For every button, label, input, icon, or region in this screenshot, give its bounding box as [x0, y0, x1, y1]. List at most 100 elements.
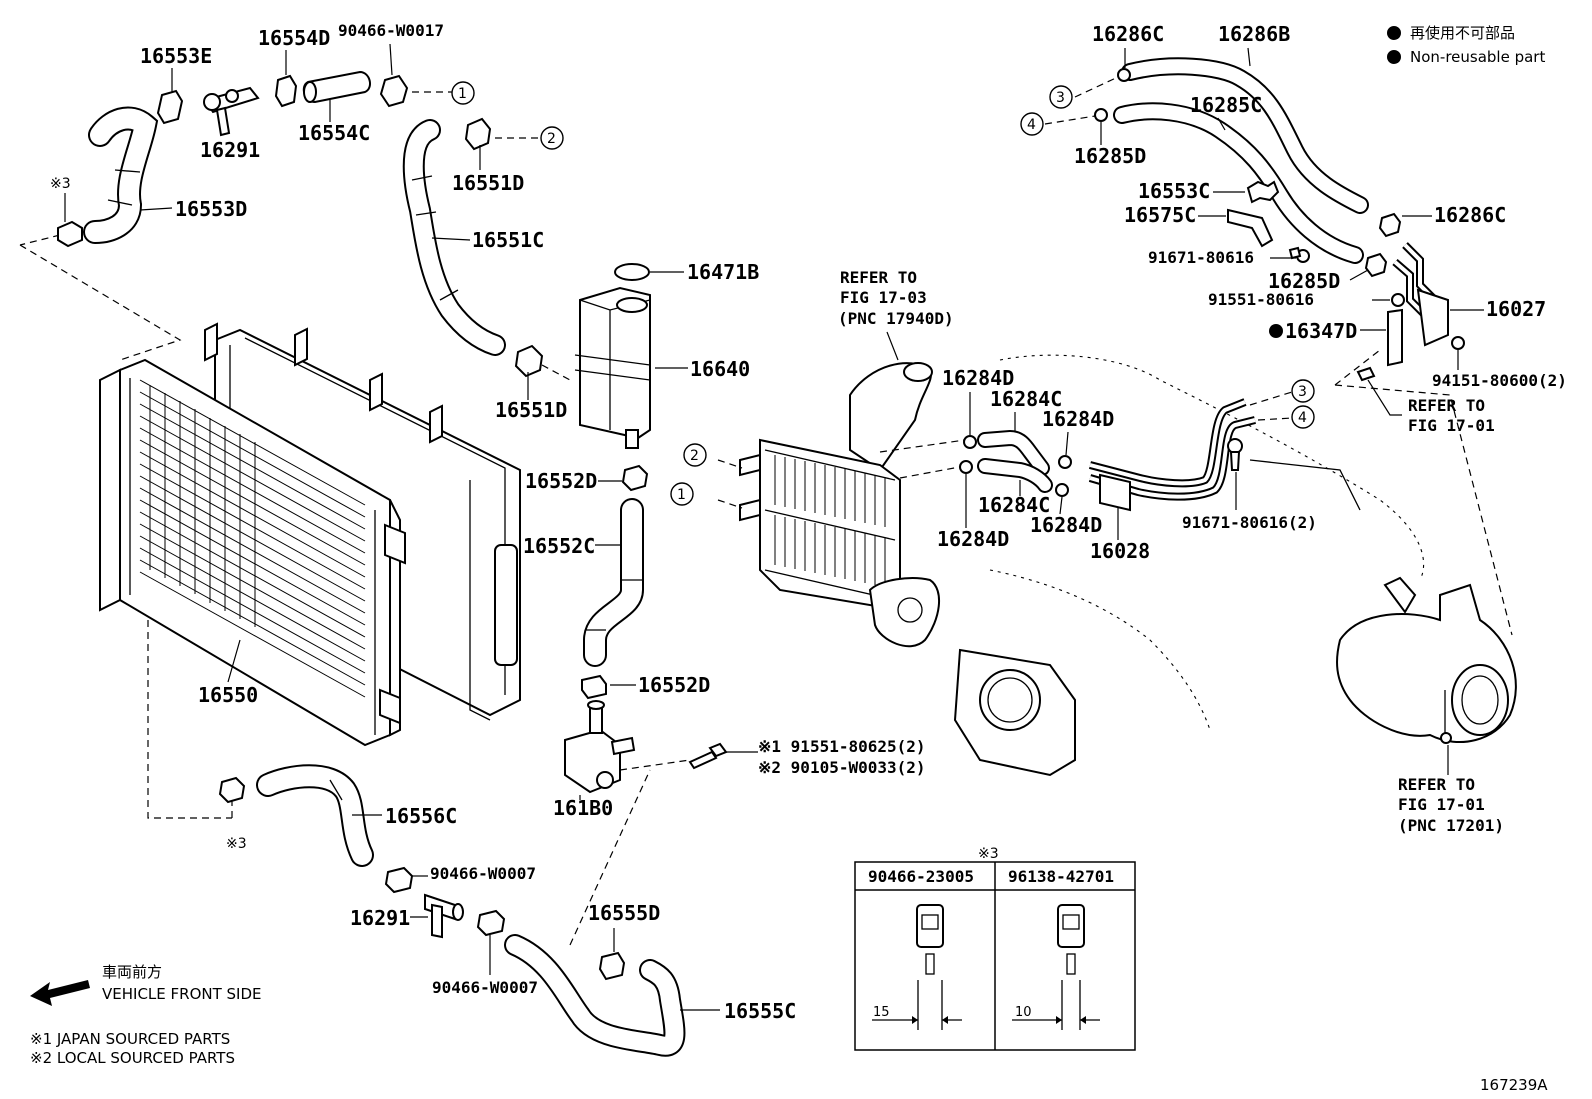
hose-16284C-upper[interactable]	[977, 429, 1050, 476]
label-16553C: 16553C	[1138, 179, 1210, 203]
clamp-16284D-2[interactable]	[959, 460, 973, 474]
label-16284C-1: 16284C	[990, 387, 1062, 411]
fitting-16291-top[interactable]	[203, 86, 260, 137]
bracket-16575C[interactable]	[1227, 208, 1274, 248]
ref-17-03-line3: (PNC 17940D)	[838, 309, 954, 328]
hose-16286B[interactable]	[1121, 57, 1369, 214]
clamp-note3-b[interactable]	[218, 776, 246, 804]
clamp-16284D-4[interactable]	[1055, 483, 1069, 497]
clamp-90466-W0007-b[interactable]	[476, 909, 506, 937]
clamp-16284D-1[interactable]	[963, 435, 977, 449]
label-16471B: 16471B	[687, 260, 759, 284]
svg-text:4: 4	[1298, 410, 1307, 426]
clamp-16552D-lower[interactable]	[581, 674, 607, 700]
stud-refer-17-01[interactable]	[1356, 366, 1376, 382]
callout-circle-2-top: 2	[540, 126, 564, 150]
ref-17-01-a-line1: REFER TO	[1408, 396, 1485, 415]
label-16552D-lower: 16552D	[638, 673, 710, 697]
label-16285D-right: 16285D	[1268, 269, 1340, 293]
label-91671-80616: 91671-80616	[1148, 248, 1254, 267]
label-16551D-lower: 16551D	[495, 398, 567, 422]
clamp-16285D-top[interactable]	[1094, 108, 1108, 122]
hose-16551C[interactable]	[402, 119, 506, 356]
intercooler-assembly[interactable]	[739, 362, 941, 648]
direction-en: VEHICLE FRONT SIDE	[102, 985, 262, 1003]
label-90466-W0007-b: 90466-W0007	[432, 978, 538, 997]
bolt-91671-80616[interactable]	[1288, 246, 1310, 263]
note3-a: ※3	[50, 176, 71, 192]
clamp-96138-42701-drawing	[1012, 904, 1100, 1030]
pump-161B0[interactable]	[564, 700, 636, 794]
hose-16556C[interactable]	[256, 764, 374, 867]
hose-16552C[interactable]	[583, 498, 644, 667]
pipe-16028[interactable]	[1088, 398, 1256, 512]
svg-text:3: 3	[1056, 90, 1065, 106]
label-16640: 16640	[690, 357, 750, 381]
clamp-90466-23005-drawing	[872, 904, 962, 1030]
ref-17-01-b-line3: (PNC 17201)	[1398, 816, 1504, 835]
label-16027: 16027	[1486, 297, 1546, 321]
label-16552D-top: 16552D	[525, 469, 597, 493]
label-16550: 16550	[198, 683, 258, 707]
hose-16555C[interactable]	[504, 934, 686, 1057]
clamp-16286C-right[interactable]	[1378, 212, 1402, 238]
bolt-91551-80616[interactable]	[1391, 293, 1405, 307]
label-16284D-3: 16284D	[1030, 513, 1102, 537]
callout-circle-1-top: 1	[451, 81, 475, 105]
bolt-91671-80616-2[interactable]	[1227, 438, 1243, 471]
legend-en: Non-reusable part	[1410, 48, 1545, 66]
footnote-2: ※2 LOCAL SOURCED PARTS	[30, 1049, 235, 1067]
label-16284D-1: 16284D	[942, 366, 1014, 390]
clamp-16551D-lower[interactable]	[514, 344, 544, 378]
ref-17-01-b-line1: REFER TO	[1398, 775, 1475, 794]
clamp-16285D-right[interactable]	[1364, 252, 1388, 278]
clamp-90466-W0007-a[interactable]	[384, 866, 414, 894]
ref-17-01-a-line2: FIG 17-01	[1408, 416, 1495, 435]
clamp-16552D-top[interactable]	[621, 464, 649, 492]
label-16284D-2: 16284D	[1042, 407, 1114, 431]
label-16552C: 16552C	[523, 534, 595, 558]
plate-16347D[interactable]	[1387, 308, 1403, 367]
pipe-16027[interactable]	[1392, 242, 1449, 347]
label-16284C-2: 16284C	[978, 493, 1050, 517]
hose-16285C[interactable]	[1113, 102, 1364, 264]
bolt-91551-80625[interactable]	[688, 742, 728, 770]
clamp-16554D[interactable]	[274, 74, 298, 108]
label-16285C: 16285C	[1190, 93, 1262, 117]
label-91671-80616-2: 91671-80616(2)	[1182, 513, 1317, 532]
turbo-housing	[1336, 576, 1517, 744]
svg-text:4: 4	[1027, 117, 1036, 133]
label-16553E: 16553E	[140, 44, 212, 68]
svg-text:1: 1	[677, 487, 686, 503]
hose-16554C[interactable]	[302, 70, 372, 104]
legend: 再使用不可部品 Non-reusable part	[1387, 24, 1545, 66]
clamp-note3-a[interactable]	[57, 220, 83, 248]
clamp-16286C-top[interactable]	[1117, 68, 1131, 82]
cap-16471B[interactable]	[614, 263, 650, 281]
clamp-table-title: ※3	[978, 846, 999, 862]
clamp-16551D-top[interactable]	[464, 117, 492, 151]
fitting-16291-lower[interactable]	[424, 893, 464, 939]
label-16555C: 16555C	[724, 999, 796, 1023]
label-16285D-top: 16285D	[1074, 144, 1146, 168]
clamp-16553C[interactable]	[1246, 180, 1280, 204]
hose-16284C-lower[interactable]	[977, 458, 1053, 493]
clamp-table: ※3 90466-23005 96138-42701 15 10	[854, 846, 1136, 1051]
non-reusable-bullet-icon	[1387, 50, 1401, 64]
non-reusable-bullet-icon	[1269, 324, 1283, 338]
label-16286C-top: 16286C	[1092, 22, 1164, 46]
reservoir-16640[interactable]	[574, 286, 651, 449]
clamp-table-dim-1: 15	[873, 1005, 890, 1020]
clip-90466-W0017[interactable]	[379, 74, 409, 108]
hose-16553D[interactable]	[83, 106, 159, 244]
label-16551C: 16551C	[472, 228, 544, 252]
nut-94151-80600[interactable]	[1451, 336, 1465, 350]
label-16028: 16028	[1090, 539, 1150, 563]
radiator-16550[interactable]	[99, 322, 521, 747]
clamp-table-col-2: 96138-42701	[1008, 867, 1114, 886]
label-91551-80616: 91551-80616	[1208, 290, 1314, 309]
clamp-16284D-3[interactable]	[1058, 455, 1072, 469]
clamp-16555D[interactable]	[598, 951, 626, 981]
label-16291-top: 16291	[200, 138, 260, 162]
clamp-16553E[interactable]	[156, 89, 184, 125]
